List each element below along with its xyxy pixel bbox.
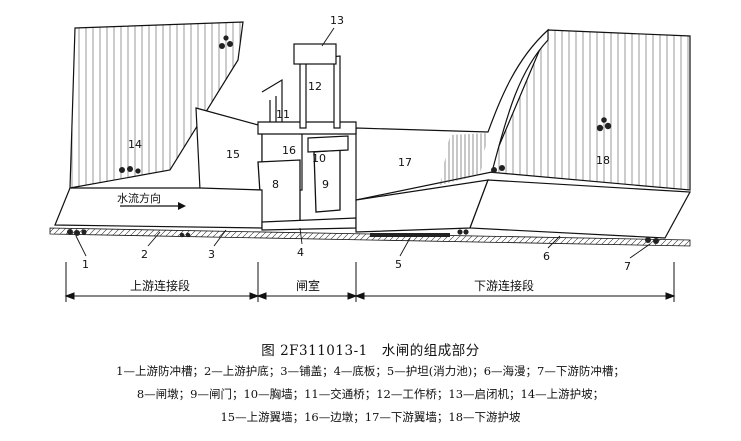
- segment-downstream: 下游连接段: [474, 278, 534, 293]
- label-4: 4: [297, 246, 304, 259]
- label-3: 3: [208, 248, 215, 261]
- legend-line-2: 8—闸墩；9—闸门；10—胸墙；11—交通桥；12—工作桥；13—启闭机；14—…: [136, 387, 605, 401]
- bridge-railing: [261, 78, 283, 122]
- label-9: 9: [322, 178, 329, 191]
- downstream-slope: [487, 29, 691, 191]
- hoist: [293, 43, 337, 65]
- label-16: 16: [282, 144, 296, 157]
- traffic-bridge: [257, 121, 357, 135]
- pier: [257, 159, 301, 225]
- label-18: 18: [596, 154, 610, 167]
- label-14: 14: [128, 138, 142, 151]
- leader-lines: [75, 227, 651, 259]
- label-7: 7: [624, 260, 631, 273]
- upstream-apron: [54, 187, 263, 229]
- segment-dimension: [64, 262, 676, 302]
- legend-line-1: 1—上游防冲槽；2—上游护底；3—铺盖；4—底板；5—护坦(消力池)；6—海漫；…: [116, 364, 625, 378]
- segment-upstream: 上游连接段: [130, 278, 190, 293]
- segment-chamber: 闸室: [296, 278, 320, 293]
- downstream-wing-wall-hatch: [440, 133, 488, 185]
- basin-shading: [370, 233, 450, 237]
- label-15: 15: [226, 148, 240, 161]
- figure-caption-title: 图 2F311013-1 水闸的组成部分: [261, 343, 480, 359]
- label-2: 2: [141, 248, 148, 261]
- label-13: 13: [330, 14, 344, 27]
- label-5: 5: [395, 258, 402, 271]
- downstream-riprap: [469, 179, 691, 239]
- label-1: 1: [82, 258, 89, 271]
- leader-13: [321, 27, 335, 47]
- downstream-wing-wall: [355, 28, 549, 201]
- label-10: 10: [312, 152, 326, 165]
- label-17: 17: [398, 156, 412, 169]
- flow-direction-text: 水流方向: [117, 191, 161, 205]
- legend-line-3: 15—上游翼墙；16—边墩；17—下游翼墙；18—下游护坡: [220, 410, 521, 424]
- flow-arrowhead: [178, 202, 186, 210]
- label-8: 8: [272, 178, 279, 191]
- label-11: 11: [276, 108, 290, 121]
- breast-wall: [307, 135, 349, 153]
- label-6: 6: [543, 250, 550, 263]
- label-12: 12: [308, 80, 322, 93]
- riprap-stones: [67, 35, 659, 244]
